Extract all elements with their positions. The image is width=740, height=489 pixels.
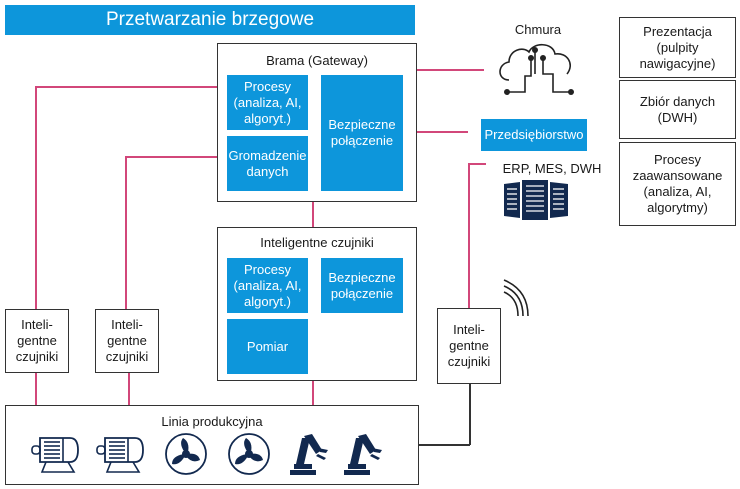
robot-arm-icon xyxy=(344,434,382,475)
data-warehouse-box: Zbiór danych (DWH) xyxy=(619,80,736,139)
wireless-signal-icon xyxy=(503,279,529,317)
connector-line xyxy=(416,69,484,71)
connector-line xyxy=(468,163,470,308)
electric-motor-icon xyxy=(96,437,144,473)
connector-line xyxy=(125,156,218,158)
sensor-measurement: Pomiar xyxy=(227,319,308,374)
cloud-circuit-icon xyxy=(499,43,574,95)
connector-line xyxy=(125,156,127,309)
gateway-box: Brama (Gateway) Procesy (analiza, AI, al… xyxy=(217,43,417,202)
advanced-processes-box: Procesy zaawansowane (analiza, AI, algor… xyxy=(619,142,736,226)
fan-icon xyxy=(165,433,207,475)
smart-sensor-small: Inteli- gentne czujniki xyxy=(95,309,159,373)
connector-line xyxy=(35,86,218,88)
production-line-title: Linia produkcyjna xyxy=(161,414,263,429)
robot-arm-icon xyxy=(290,434,328,475)
enterprise-label: Przedsiębiorstwo xyxy=(481,119,587,151)
smart-sensors-box: Inteligentne czujniki Procesy (analiza, … xyxy=(217,227,417,381)
connector-line xyxy=(469,383,471,445)
sensor-secure-connection: Bezpieczne połączenie xyxy=(321,258,403,313)
connector-line xyxy=(416,131,468,133)
connector-line xyxy=(468,163,486,165)
gateway-secure-connection: Bezpieczne połączenie xyxy=(321,75,403,191)
fan-icon xyxy=(228,433,270,475)
connector-line xyxy=(418,444,470,446)
server-rack-icon xyxy=(504,180,568,220)
enterprise-systems: ERP, MES, DWH xyxy=(502,161,602,176)
smart-sensors-title: Inteligentne czujniki xyxy=(260,235,374,250)
connector-line xyxy=(312,201,314,227)
smart-sensor-small: Inteli- gentne czujniki xyxy=(437,308,501,384)
gateway-data-collection: Gromadzenie danych xyxy=(227,136,308,191)
connector-line xyxy=(128,372,130,405)
gateway-title: Brama (Gateway) xyxy=(266,53,368,68)
presentation-box: Prezentacja (pulpity nawigacyjne) xyxy=(619,17,736,78)
gateway-processes: Procesy (analiza, AI, algoryt.) xyxy=(227,75,308,130)
connector-line xyxy=(312,380,314,405)
cloud-label: Chmura xyxy=(514,22,562,37)
connector-line xyxy=(35,372,37,405)
electric-motor-icon xyxy=(31,437,79,473)
connector-line xyxy=(35,86,37,309)
smart-sensor-small: Inteli- gentne czujniki xyxy=(5,309,69,373)
header-title: Przetwarzanie brzegowe xyxy=(105,9,315,30)
sensor-processes: Procesy (analiza, AI, algoryt.) xyxy=(227,258,308,313)
edge-computing-header: Przetwarzanie brzegowe xyxy=(5,5,415,35)
